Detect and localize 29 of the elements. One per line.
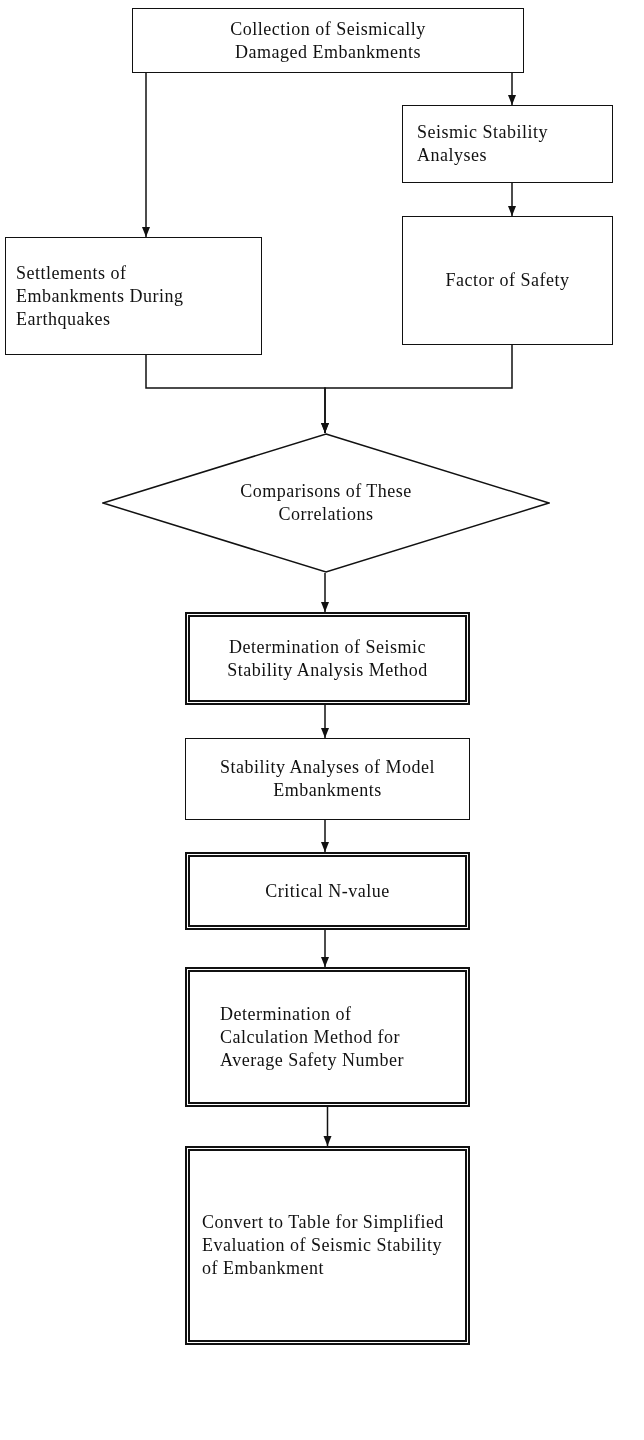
box-label: Settlements of Embankments During Earthquakes [16,261,185,331]
double-border-box [185,612,470,705]
box-label: Comparisons of These Correlations [239,480,413,526]
arrow [142,72,150,238]
process-box [402,105,613,183]
arrow [323,1106,332,1147]
box-label: Critical N-value [265,879,390,903]
process-box [185,738,470,820]
box-label: Determination of Calculation Method for Average Safety Number [220,1002,406,1072]
box-label: Stability Analyses of Model Embankments [220,756,435,802]
box-label: Seismic Stability Analyses [417,121,549,167]
decision-diamond [102,433,550,573]
arrow [321,344,513,434]
arrow [321,572,329,613]
double-border-box [185,852,470,930]
double-border-box [185,967,470,1107]
box-label: Factor of Safety [445,269,570,292]
arrow [321,704,329,739]
arrow [321,819,329,853]
double-border-box [185,1146,470,1345]
box-label: Collection of Seismically Damaged Embankments [229,17,427,64]
box-label: Convert to Table for Simplified Evaluation of Seismic Stability of Embankment [202,1211,445,1280]
process-box [132,8,524,73]
box-label: Determination of Seismic Stability Analysis Method [226,635,429,682]
process-box [402,216,613,345]
arrow [508,182,516,217]
arrow [321,929,329,968]
process-box [5,237,262,355]
arrow [508,72,516,106]
